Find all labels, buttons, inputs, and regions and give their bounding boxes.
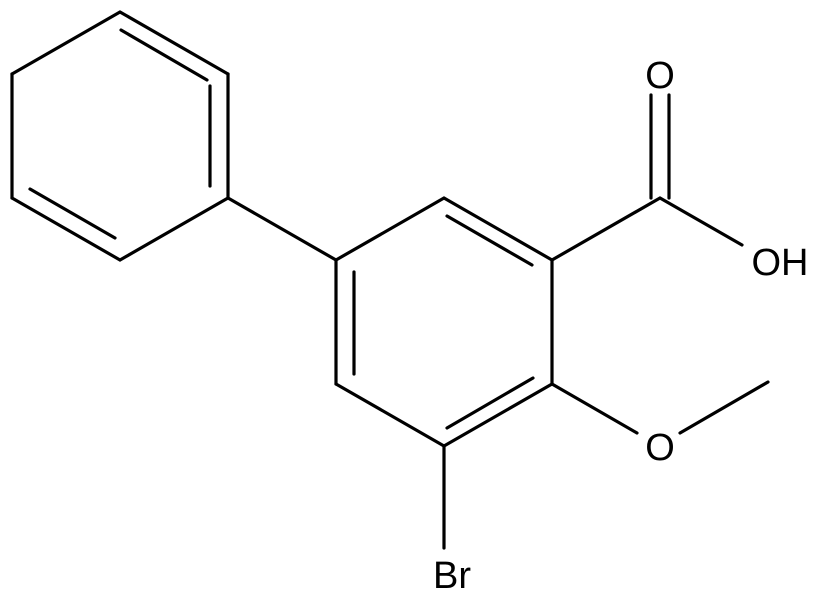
bromo-group: Br — [433, 444, 471, 597]
methoxy-group: O — [550, 380, 770, 469]
bromine-label: Br — [433, 555, 471, 597]
phenyl-bond-4 — [10, 196, 122, 262]
ring-bond-2 — [442, 196, 554, 262]
o-methyl-bond — [678, 380, 770, 435]
benzoic-ring — [334, 196, 554, 448]
hydroxyl-bond — [658, 196, 744, 247]
ring-bond-1 — [334, 196, 446, 262]
ring-bond-5 — [334, 382, 446, 448]
biaryl-bond — [226, 196, 338, 262]
carboxylic-acid-group: O OH — [550, 55, 809, 284]
hydroxyl-label: OH — [752, 242, 809, 284]
phenyl-bond-1 — [118, 10, 230, 76]
acid-c-bond — [550, 196, 662, 262]
phenyl-bond-3 — [118, 196, 230, 262]
ring-bond-4 — [442, 382, 554, 448]
phenyl-ring — [10, 10, 230, 262]
phenyl-double-bond-1 — [119, 28, 209, 82]
phenyl-double-bond-3 — [28, 187, 117, 240]
phenyl-bond-6 — [10, 10, 122, 76]
ring-double-bond-2 — [445, 376, 535, 430]
methoxy-oxygen-label: O — [645, 427, 675, 469]
carbonyl-oxygen-label: O — [645, 55, 675, 97]
aryl-o-bond — [550, 382, 639, 435]
ring-double-bond-1 — [445, 214, 534, 267]
